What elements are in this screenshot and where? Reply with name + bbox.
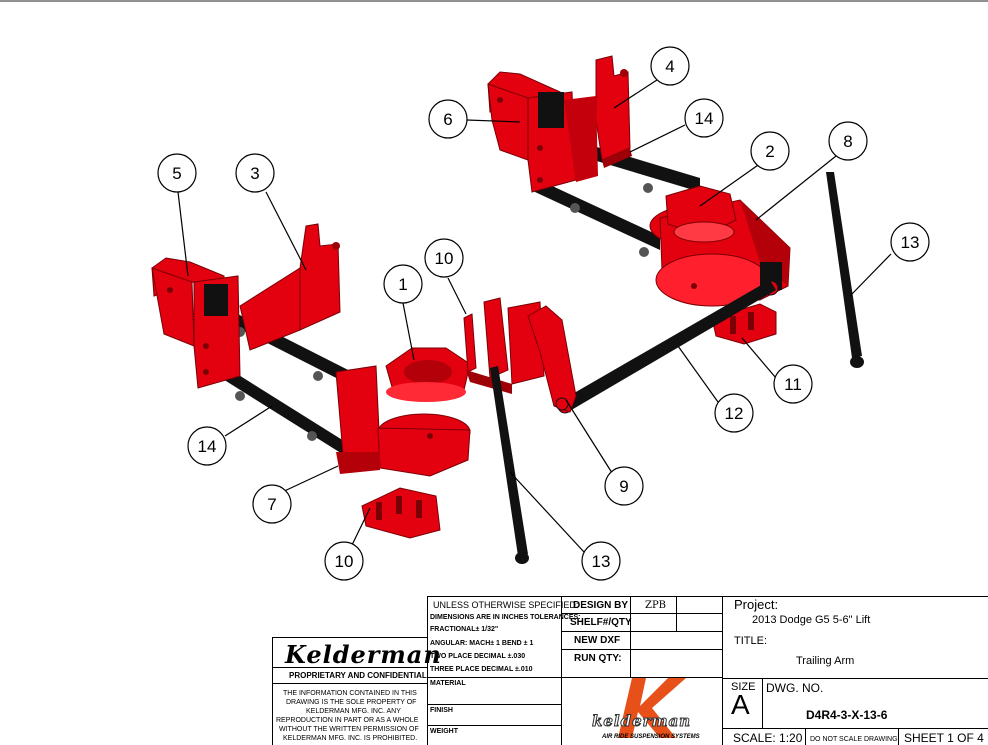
sheet-label: SHEET 1 OF 4 [904,731,984,745]
material-label: MATERIAL [430,680,466,687]
balloon-14-right: 14 [684,98,724,138]
proprietary-label: PROPRIETARY AND CONFIDENTIAL [289,671,427,680]
project-label: Project: [734,597,779,612]
balloon-3: 3 [235,153,275,193]
balloon-10: 10 [424,238,464,278]
brand-tagline: AIR RIDE SUSPENSION SYSTEMS [602,734,700,740]
notice-line-4: REPRODUCTION IN PART OR AS A WHOLE [276,717,419,724]
dwg-no-label: DWG. NO. [766,681,824,695]
notice-line-5: WITHOUT THE WRITTEN PERMISSION OF [279,726,419,733]
balloon-12: 12 [714,393,754,433]
tolerance-two-place: TWO PLACE DECIMAL ±.030 [430,653,526,660]
balloon-1: 1 [383,264,423,304]
design-by-label: DESIGN BY [573,600,629,611]
part-7-axle-bracket [335,365,471,477]
svg-text:9: 9 [619,477,628,496]
balloon-callouts: 6 4 14 2 8 13 11 12 9 13 10 7 14 5 3 1 1… [157,46,930,581]
balloon-14-left: 14 [187,426,227,466]
tolerance-three-place: THREE PLACE DECIMAL ±.010 [430,666,533,673]
notice-line-3: KELDERMAN MFG. INC. ANY [306,708,401,715]
part-1-pad [385,347,471,402]
balloon-4: 4 [650,46,690,86]
rod-12-panhard [557,280,776,414]
notice-line-6: KELDERMAN MFG. INC. IS PROHIBITED. [283,735,418,742]
rod-13-left [490,366,529,564]
part-11-left-block [361,487,441,539]
svg-text:14: 14 [695,109,714,128]
project-value: 2013 Dodge G5 5-6" Lift [752,614,871,626]
title-value: Trailing Arm [796,655,855,667]
balloon-13-right: 13 [890,222,930,262]
title-label: TITLE: [734,635,768,647]
balloon-2: 2 [750,131,790,171]
svg-text:7: 7 [267,495,276,514]
balloon-7: 7 [252,484,292,524]
svg-text:3: 3 [250,164,259,183]
svg-text:1: 1 [398,275,407,294]
leader-lines [177,77,892,553]
tolerance-angular: ANGULAR: MACH± 1 BEND ± 1 [430,640,534,647]
balloon-11-right: 11 [773,364,813,404]
balloon-13-left: 13 [581,541,621,581]
part-2-pad [665,185,737,243]
part-9-link [527,305,577,413]
new-dxf-label: NEW DXF [574,635,621,646]
do-not-scale-label: DO NOT SCALE DRAWING [810,736,898,743]
brand-wordmark: kelderman [591,712,692,731]
tolerance-dims: DIMENSIONS ARE IN INCHES TOLERANCES: [430,614,581,621]
balloon-5: 5 [157,153,197,193]
svg-text:12: 12 [725,404,744,423]
part-3-upright-bracket [239,223,341,351]
dwg-no-value: D4R4-3-X-13-6 [806,708,888,722]
balloon-9: 9 [604,466,644,506]
svg-text:10: 10 [335,552,354,571]
balloon-11-left: 10 [324,541,364,581]
svg-text:5: 5 [172,164,181,183]
tolerance-heading: UNLESS OTHERWISE SPECIFIED: [433,600,579,610]
svg-text:2: 2 [765,142,774,161]
size-value: A [731,689,750,720]
svg-text:10: 10 [435,249,454,268]
notice-line-1: THE INFORMATION CONTAINED IN THIS [283,690,417,697]
svg-text:11: 11 [784,375,802,394]
title-block-grid [272,596,988,745]
balloon-6: 6 [428,99,468,139]
notice-line-2: DRAWING IS THE SOLE PROPERTY OF [286,699,417,706]
tolerance-fractional: FRACTIONAL± 1/32" [430,626,499,633]
part-4-upright-bracket [595,55,632,168]
finish-label: FINISH [430,707,453,714]
svg-text:13: 13 [901,233,920,252]
svg-text:14: 14 [198,437,217,456]
svg-text:8: 8 [843,132,852,151]
scale-label: SCALE: 1:20 [733,731,803,745]
part-5-frame-hanger [151,257,241,389]
svg-text:6: 6 [443,110,452,129]
balloon-8: 8 [828,121,868,161]
svg-text:4: 4 [665,57,674,76]
kelderman-logo-text: Kelderman [285,640,442,669]
exploded-assembly [151,55,864,564]
part-10-bracket [463,297,545,394]
kelderman-k-logo [618,678,686,738]
size-label: SIZE [731,681,756,693]
svg-text:13: 13 [592,552,611,571]
part-6-frame-hanger [487,71,598,193]
shelf-qty-label: SHELF#/QTY [570,617,632,628]
rod-13-right [826,172,864,368]
weight-label: WEIGHT [430,728,458,735]
run-qty-label: RUN QTY: [574,653,622,664]
design-by-value: ZPB [645,600,667,611]
